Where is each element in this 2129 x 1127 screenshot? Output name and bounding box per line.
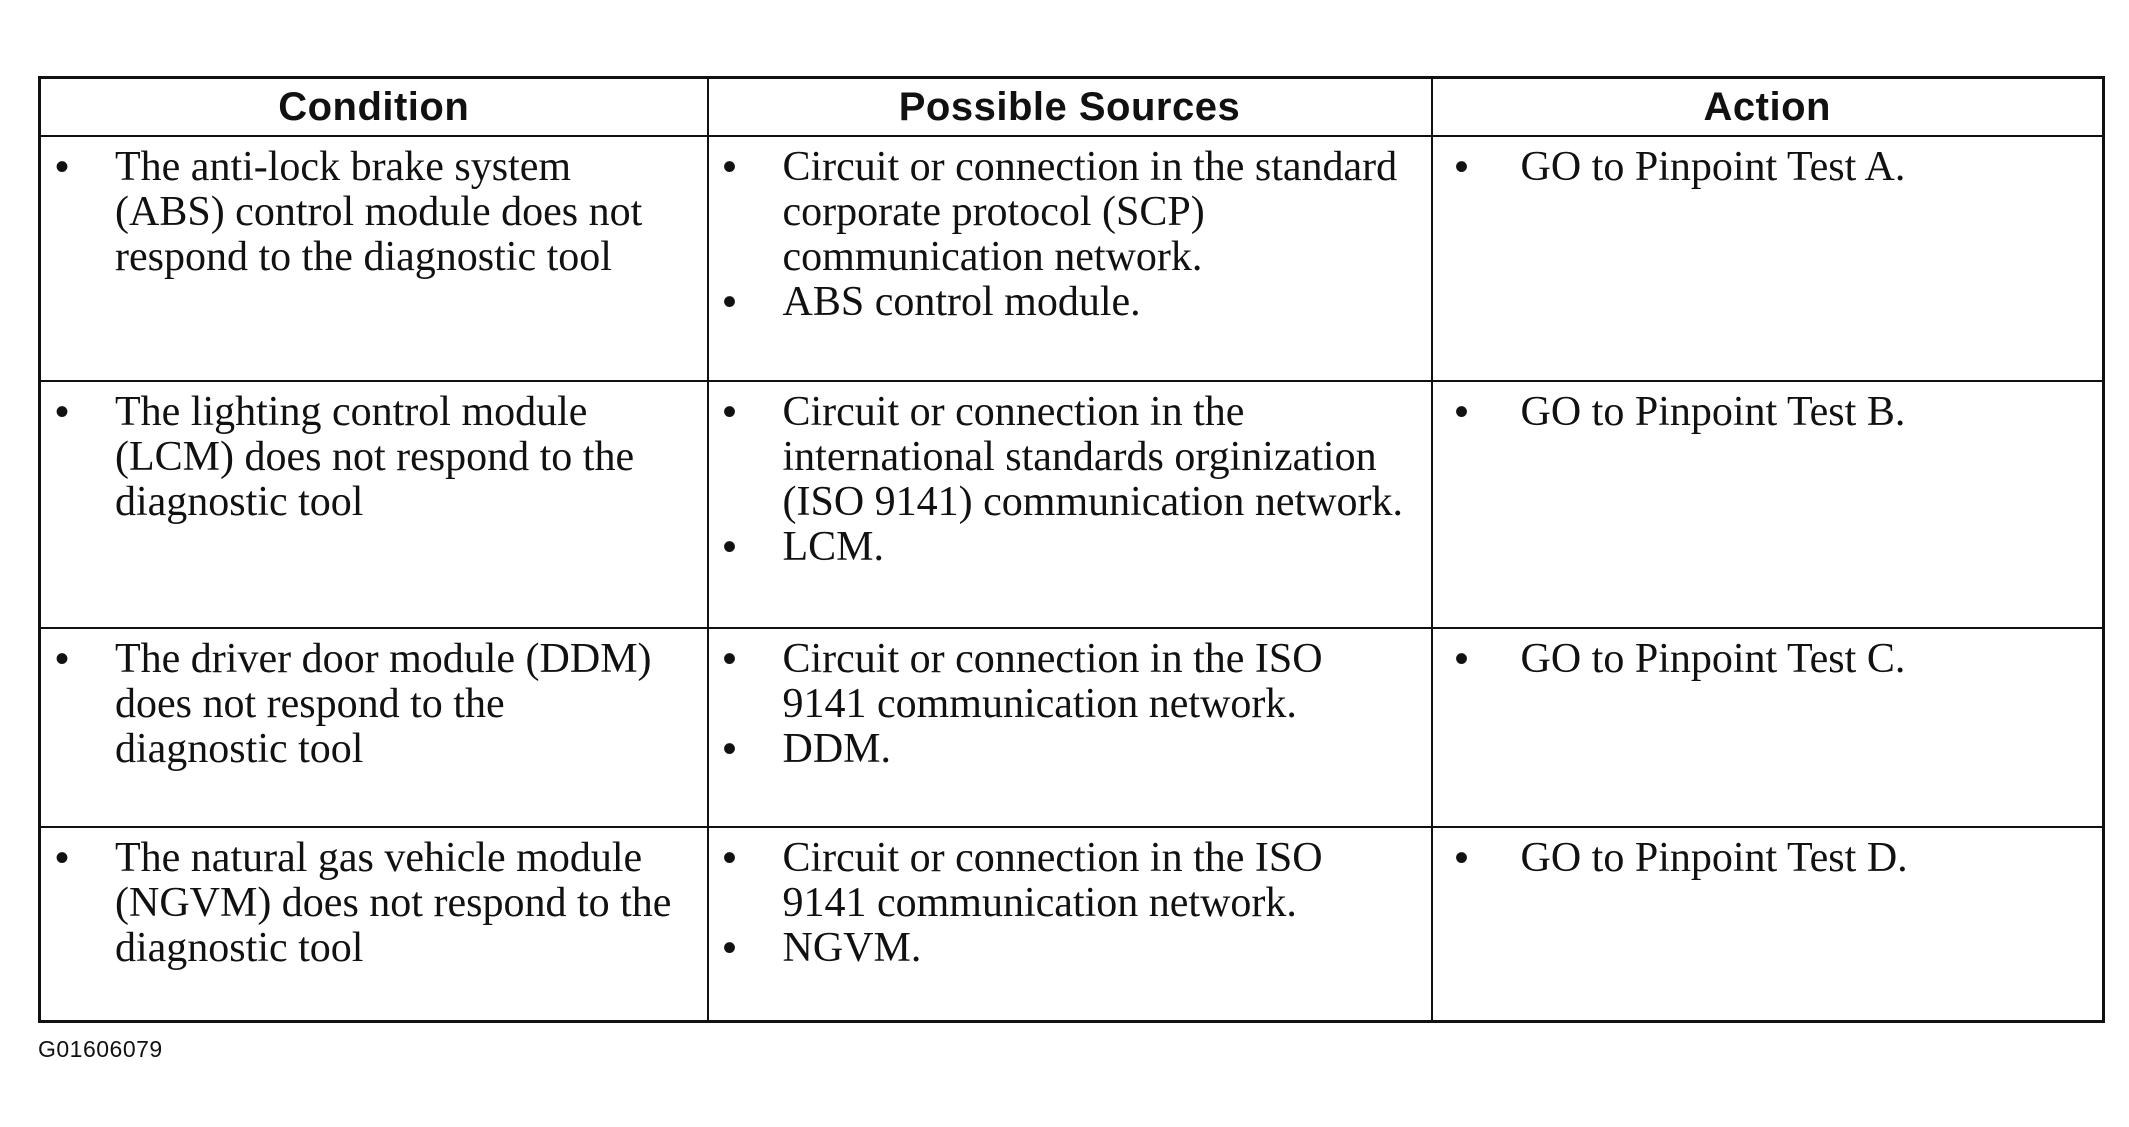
action-list: GO to Pinpoint Test B. xyxy=(1433,382,2103,436)
condition-cell: The natural gas vehicle module (NGVM) do… xyxy=(38,826,709,1023)
source-item: NGVM. xyxy=(709,926,1411,972)
sources-cell: Circuit or connection in the ISO 9141 co… xyxy=(706,826,1433,1023)
action-cell: GO to Pinpoint Test C. xyxy=(1430,627,2105,828)
sources-cell: Circuit or connection in the internation… xyxy=(706,380,1433,629)
sources-list: Circuit or connection in the standard co… xyxy=(709,137,1431,326)
action-text: GO to Pinpoint Test D. xyxy=(1433,836,2083,882)
source-item: Circuit or connection in the ISO 9141 co… xyxy=(709,836,1411,926)
source-item: Circuit or connection in the ISO 9141 co… xyxy=(709,637,1411,727)
header-row: Condition Possible Sources Action xyxy=(38,76,2105,137)
source-item: Circuit or connection in the standard co… xyxy=(709,145,1411,280)
sources-list: Circuit or connection in the ISO 9141 co… xyxy=(709,629,1431,773)
condition-list: The anti-lock brake system (ABS) control… xyxy=(41,137,707,280)
action-list: GO to Pinpoint Test C. xyxy=(1433,629,2103,683)
action-text: GO to Pinpoint Test A. xyxy=(1433,145,2083,191)
diagnostic-table: Condition Possible Sources Action The an… xyxy=(38,76,2105,1023)
condition-cell: The anti-lock brake system (ABS) control… xyxy=(38,135,709,382)
condition-cell: The driver door module (DDM) does not re… xyxy=(38,627,709,828)
condition-list: The driver door module (DDM) does not re… xyxy=(41,629,707,772)
action-text: GO to Pinpoint Test B. xyxy=(1433,390,2083,436)
action-list: GO to Pinpoint Test A. xyxy=(1433,137,2103,191)
source-item: DDM. xyxy=(709,727,1411,773)
header-action: Action xyxy=(1430,76,2105,137)
action-list: GO to Pinpoint Test D. xyxy=(1433,828,2103,882)
table-row: The anti-lock brake system (ABS) control… xyxy=(38,135,2105,382)
source-item: Circuit or connection in the internation… xyxy=(709,390,1411,525)
sources-cell: Circuit or connection in the standard co… xyxy=(706,135,1433,382)
condition-text: The natural gas vehicle module (NGVM) do… xyxy=(41,836,687,971)
header-possible-sources: Possible Sources xyxy=(706,76,1433,137)
header-condition: Condition xyxy=(38,76,709,137)
table-row: The natural gas vehicle module (NGVM) do… xyxy=(38,826,2105,1023)
condition-list: The natural gas vehicle module (NGVM) do… xyxy=(41,828,707,971)
figure-code: G01606079 xyxy=(38,1036,163,1062)
action-text: GO to Pinpoint Test C. xyxy=(1433,637,2083,683)
sources-cell: Circuit or connection in the ISO 9141 co… xyxy=(706,627,1433,828)
source-item: ABS control module. xyxy=(709,280,1411,326)
condition-text: The anti-lock brake system (ABS) control… xyxy=(41,145,687,280)
condition-cell: The lighting control module (LCM) does n… xyxy=(38,380,709,629)
sources-list: Circuit or connection in the ISO 9141 co… xyxy=(709,828,1431,972)
table-row: The lighting control module (LCM) does n… xyxy=(38,380,2105,629)
action-cell: GO to Pinpoint Test D. xyxy=(1430,826,2105,1023)
condition-text: The driver door module (DDM) does not re… xyxy=(41,637,687,772)
condition-text: The lighting control module (LCM) does n… xyxy=(41,390,687,525)
source-item: LCM. xyxy=(709,525,1411,571)
action-cell: GO to Pinpoint Test A. xyxy=(1430,135,2105,382)
action-cell: GO to Pinpoint Test B. xyxy=(1430,380,2105,629)
sources-list: Circuit or connection in the internation… xyxy=(709,382,1431,571)
table-row: The driver door module (DDM) does not re… xyxy=(38,627,2105,828)
condition-list: The lighting control module (LCM) does n… xyxy=(41,382,707,525)
